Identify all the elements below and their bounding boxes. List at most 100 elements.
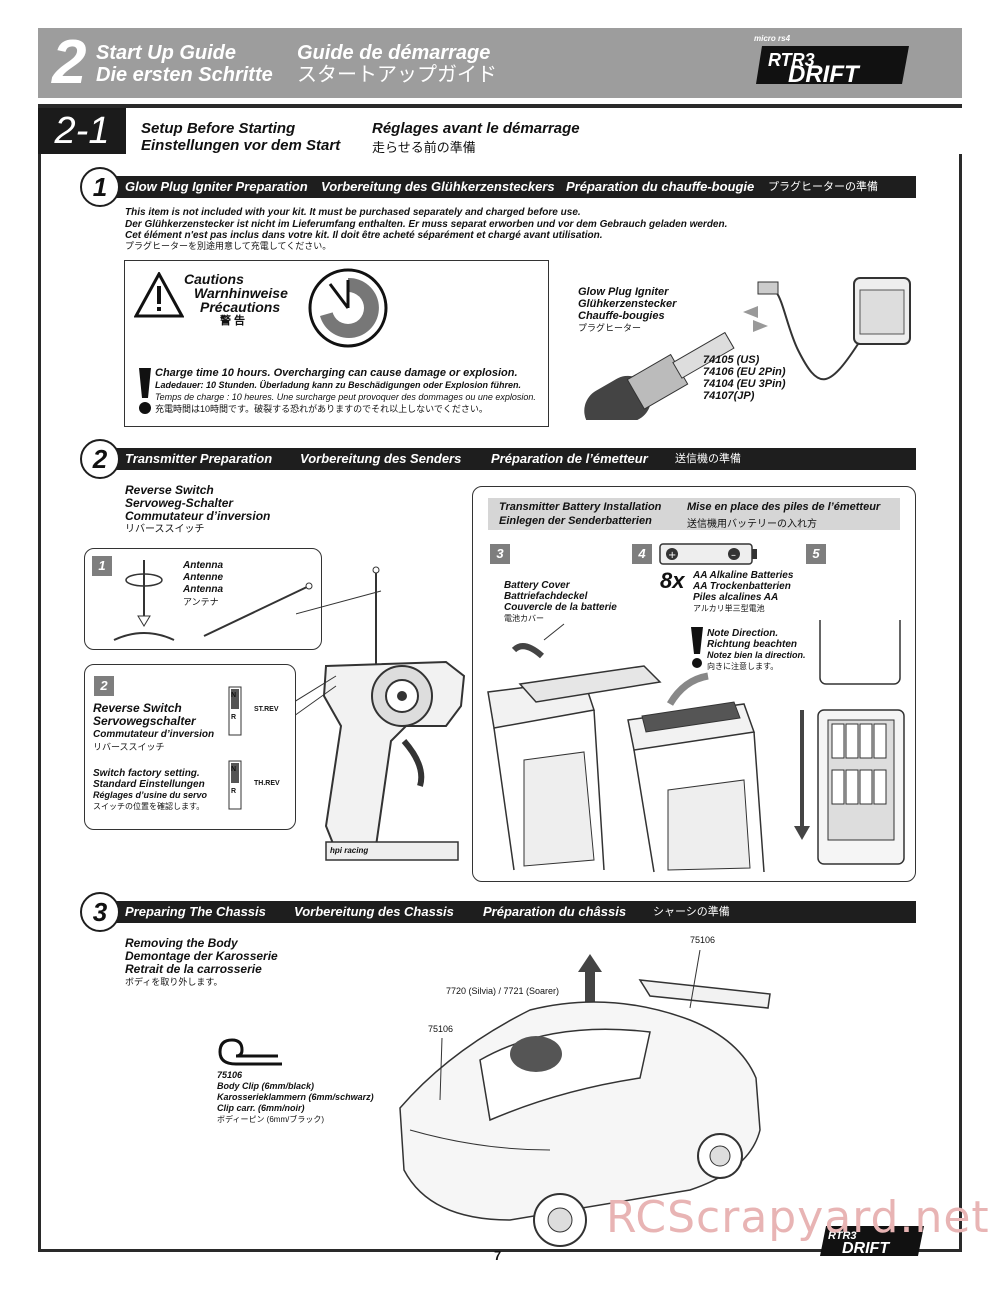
step2-title-de: Vorbereitung des Senders xyxy=(300,451,462,466)
step3-title-fr: Préparation du châssis xyxy=(483,904,627,919)
reverse2-labels: Reverse Switch Servowegschalter Commutat… xyxy=(93,702,214,754)
antenna-de: Antenne xyxy=(183,572,223,583)
sub-step-1: 1 xyxy=(92,556,112,576)
antenna-labels: Antenna Antenne Antenna アンテナ xyxy=(183,560,223,608)
body-part-numbers: 7720 (Silvia) / 7721 (Soarer) xyxy=(446,986,560,996)
antenna-illustration xyxy=(104,556,314,653)
charge-text-fr: Temps de charge : 10 heures. Une surchar… xyxy=(155,392,536,402)
st-rev-switch[interactable] xyxy=(228,686,242,741)
reverse-switch-labels: Reverse Switch Servoweg-Schalter Commuta… xyxy=(125,484,270,536)
section-title-en: Setup Before Starting xyxy=(141,120,296,137)
sub-step-2: 2 xyxy=(94,676,114,696)
remove-body-labels: Removing the Body Demontage der Karosser… xyxy=(125,937,278,989)
step1-number: 1 xyxy=(80,167,120,207)
th-n-label: N xyxy=(231,766,237,773)
direction-exclamation-icon xyxy=(690,626,704,675)
cover-en: Battery Cover xyxy=(504,580,570,591)
caution-en: Cautions xyxy=(184,271,244,287)
antenna-en: Antenna xyxy=(183,560,223,571)
cover-jp: 電池カバー xyxy=(504,614,544,623)
caution-fr: Précautions xyxy=(200,299,281,315)
step3-title-en: Preparing The Chassis xyxy=(125,904,266,919)
direction-labels: Note Direction. Richtung beachten Notez … xyxy=(707,628,806,672)
th-rev-label: TH.REV xyxy=(254,780,280,787)
step2-title-en: Transmitter Preparation xyxy=(125,451,273,466)
footer-logo: RTR3 DRIFT xyxy=(820,1224,928,1258)
step1-title-de: Vorbereitung des Glühkerzensteckers xyxy=(321,179,555,194)
clip-callout-a: 75106 xyxy=(690,935,716,945)
battery-install-header xyxy=(488,498,900,530)
battery-install-en: Transmitter Battery Installation xyxy=(499,501,662,513)
page-number: 7 xyxy=(494,1248,502,1263)
cover-fr: Couvercle de la batterie xyxy=(504,602,617,613)
body-clip-icon xyxy=(216,1034,286,1075)
caution-de: Warnhinweise xyxy=(194,285,288,301)
cover-de: Battriefachdeckel xyxy=(504,591,588,602)
clip-de: Karosserieklammern (6mm/schwarz) xyxy=(217,1092,374,1102)
factory-jp: スイッチの位置を確認します。 xyxy=(93,802,205,811)
clock-icon xyxy=(306,266,390,355)
th-r-label: R xyxy=(231,788,237,795)
th-rev-switch[interactable] xyxy=(228,760,242,815)
warning-triangle-icon xyxy=(133,270,185,323)
remove-de: Demontage der Karosserie xyxy=(125,949,278,963)
reverse-jp: リバーススイッチ xyxy=(125,524,205,535)
direction-jp: 向きに注意します。 xyxy=(707,662,779,671)
battery-install-jp: 送信機用バッテリーの入れ方 xyxy=(687,519,817,530)
antenna-jp: アンテナ xyxy=(183,597,219,607)
svg-text:–: – xyxy=(731,550,736,561)
clip-en: Body Clip (6mm/black) xyxy=(217,1081,315,1091)
igniter-jp: プラグヒーター xyxy=(578,323,642,333)
section-number: 2-1 xyxy=(38,108,126,154)
svg-text:+: + xyxy=(668,550,676,561)
st-rev-label: ST.REV xyxy=(254,706,279,713)
battery-labels: AA Alkaline Batteries AA Trockenbatterie… xyxy=(693,570,793,614)
step1-note-de: Der Glühkerzenstecker ist nicht im Liefe… xyxy=(125,219,728,230)
reverse-switch-box xyxy=(84,664,296,830)
sub-step-3: 3 xyxy=(490,544,510,564)
battery-compartment-illustrations xyxy=(484,579,914,881)
svg-text:DRIFT: DRIFT xyxy=(842,1240,890,1257)
step1-title-en: Glow Plug Igniter Preparation xyxy=(125,179,308,194)
igniter-illustration xyxy=(568,270,928,434)
direction-en: Note Direction. xyxy=(707,628,779,639)
reverse-fr: Commutateur d’inversion xyxy=(125,509,271,523)
battery-cover-labels: Battery Cover Battriefachdeckel Couvercl… xyxy=(504,580,617,624)
factory-labels: Switch factory setting. Standard Einstel… xyxy=(93,768,207,812)
charge-text-en: Charge time 10 hours. Overcharging can c… xyxy=(155,367,518,379)
chapter-title-fr: Guide de démarrage xyxy=(297,42,491,64)
clip-jp: ボディーピン (6mm/ブラック) xyxy=(217,1115,324,1124)
remove-fr: Retrait de la carrosserie xyxy=(125,962,262,976)
section-title-jp: 走らせる前の準備 xyxy=(372,140,476,155)
watermark: RCScrapyard.net xyxy=(606,1192,990,1243)
battery-fr: Piles alcalines AA xyxy=(693,592,779,603)
battery-qty: 8x xyxy=(660,568,685,593)
st-r-label: R xyxy=(231,714,237,721)
aa-battery-icon: +– xyxy=(658,540,758,573)
factory-de: Standard Einstellungen xyxy=(93,779,205,790)
reverse2-jp: リバーススイッチ xyxy=(93,742,165,752)
reverse-en: Reverse Switch xyxy=(125,483,214,497)
step3-bar xyxy=(96,901,916,923)
st-n-label: N xyxy=(231,692,237,699)
step3-title-jp: シャーシの準備 xyxy=(653,906,730,918)
igniter-part-numbers: 74105 (US) 74106 (EU 2Pin) 74104 (EU 3Pi… xyxy=(703,354,786,402)
step3-title-de: Vorbereitung des Chassis xyxy=(294,904,454,919)
clip-number: 75106 xyxy=(217,1070,243,1080)
svg-text:RTR3: RTR3 xyxy=(828,1230,857,1242)
step1-title-fr: Préparation du chauffe-bougie xyxy=(566,179,755,194)
battery-install-fr: Mise en place des piles de l’émetteur xyxy=(687,501,881,513)
caution-jp: 警 告 xyxy=(220,315,246,327)
igniter-de: Glühkerzenstecker xyxy=(578,298,677,310)
battery-en: AA Alkaline Batteries xyxy=(693,570,794,581)
step1-title-jp: プラグヒーターの準備 xyxy=(768,181,878,193)
section-title-de: Einstellungen vor dem Start xyxy=(141,137,341,154)
car-body-illustration xyxy=(390,949,790,1255)
battery-jp: アルカリ単三型電池 xyxy=(693,604,765,613)
battery-install-de: Einlegen der Senderbatterien xyxy=(499,515,652,527)
step2-bar xyxy=(96,448,916,470)
chapter-title-de: Die ersten Schritte xyxy=(96,64,273,86)
charge-text-jp: 充電時間は10時間です。破裂する恐れがありますのでそれ以上しないでください。 xyxy=(155,404,488,414)
section-rule xyxy=(38,104,962,108)
part-eu3: 74104 (EU 3Pin) xyxy=(703,378,786,390)
